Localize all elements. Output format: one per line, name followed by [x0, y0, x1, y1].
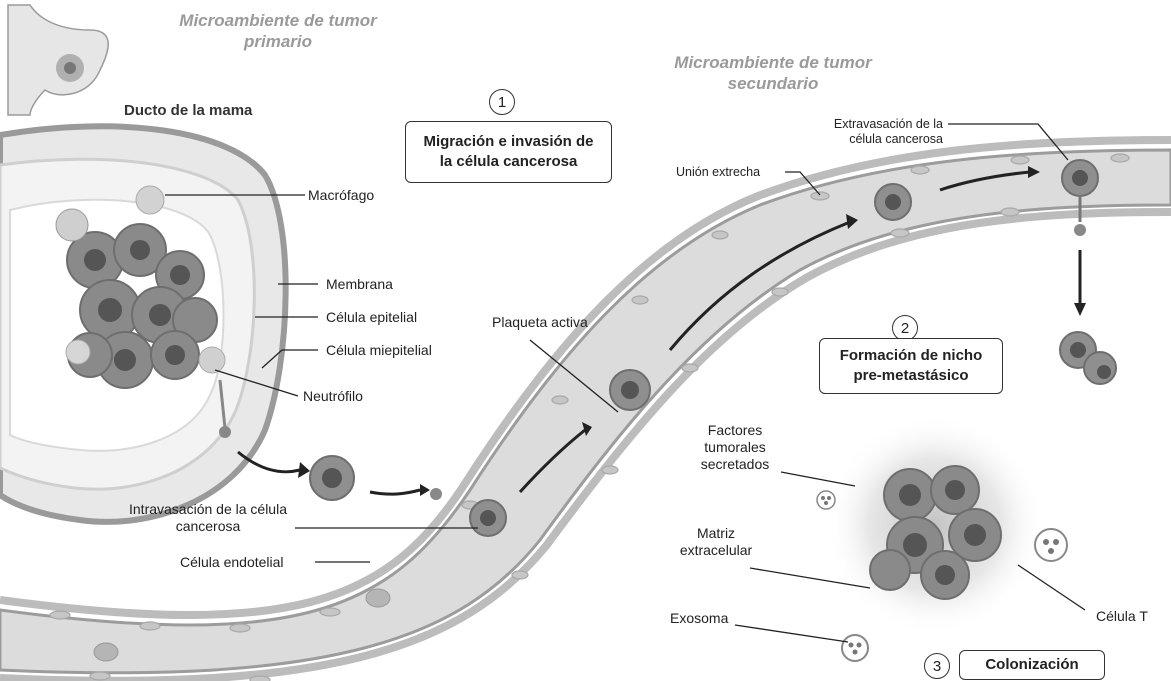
endothelial-cell-label: Célula endotelial	[180, 554, 284, 571]
breast-duct-title: Ducto de la mama	[124, 102, 252, 119]
extracellular-matrix-label: Matriz extracelular	[670, 525, 762, 559]
step-3-box: Colonización	[959, 650, 1105, 680]
step-1-box: Migración e invasión de la célula cancer…	[405, 121, 612, 183]
membrane-label: Membrana	[326, 276, 393, 293]
myoepithelial-cell-label: Célula miepitelial	[326, 342, 432, 359]
step-3-badge: 3	[924, 653, 950, 679]
exosome-label: Exosoma	[670, 610, 728, 627]
secreted-factors-label: Factores tumorales secretados	[685, 422, 785, 473]
secondary-tumor-title: Microambiente de tumor secundario	[668, 52, 878, 94]
primary-tumor-title: Microambiente de tumor primario	[158, 10, 398, 52]
breast-icon	[8, 5, 108, 115]
t-cell-label: Célula T	[1096, 608, 1148, 625]
intravasation-label: Intravasación de la célula cancerosa	[108, 501, 308, 535]
extravasation-label: Extravasación de la célula cancerosa	[805, 117, 943, 147]
step-2-box: Formación de nicho pre-metastásico	[819, 338, 1003, 394]
macrophage-label: Macrófago	[308, 187, 374, 204]
active-platelet-label: Plaqueta activa	[492, 314, 588, 331]
epithelial-cell-label: Célula epitelial	[326, 309, 417, 326]
tight-junction-label: Unión extrecha	[676, 165, 760, 180]
step-1-badge: 1	[489, 89, 515, 115]
breast-duct	[0, 126, 286, 522]
neutrophil-label: Neutrófilo	[303, 388, 363, 405]
colonization-tumor	[817, 415, 1067, 661]
